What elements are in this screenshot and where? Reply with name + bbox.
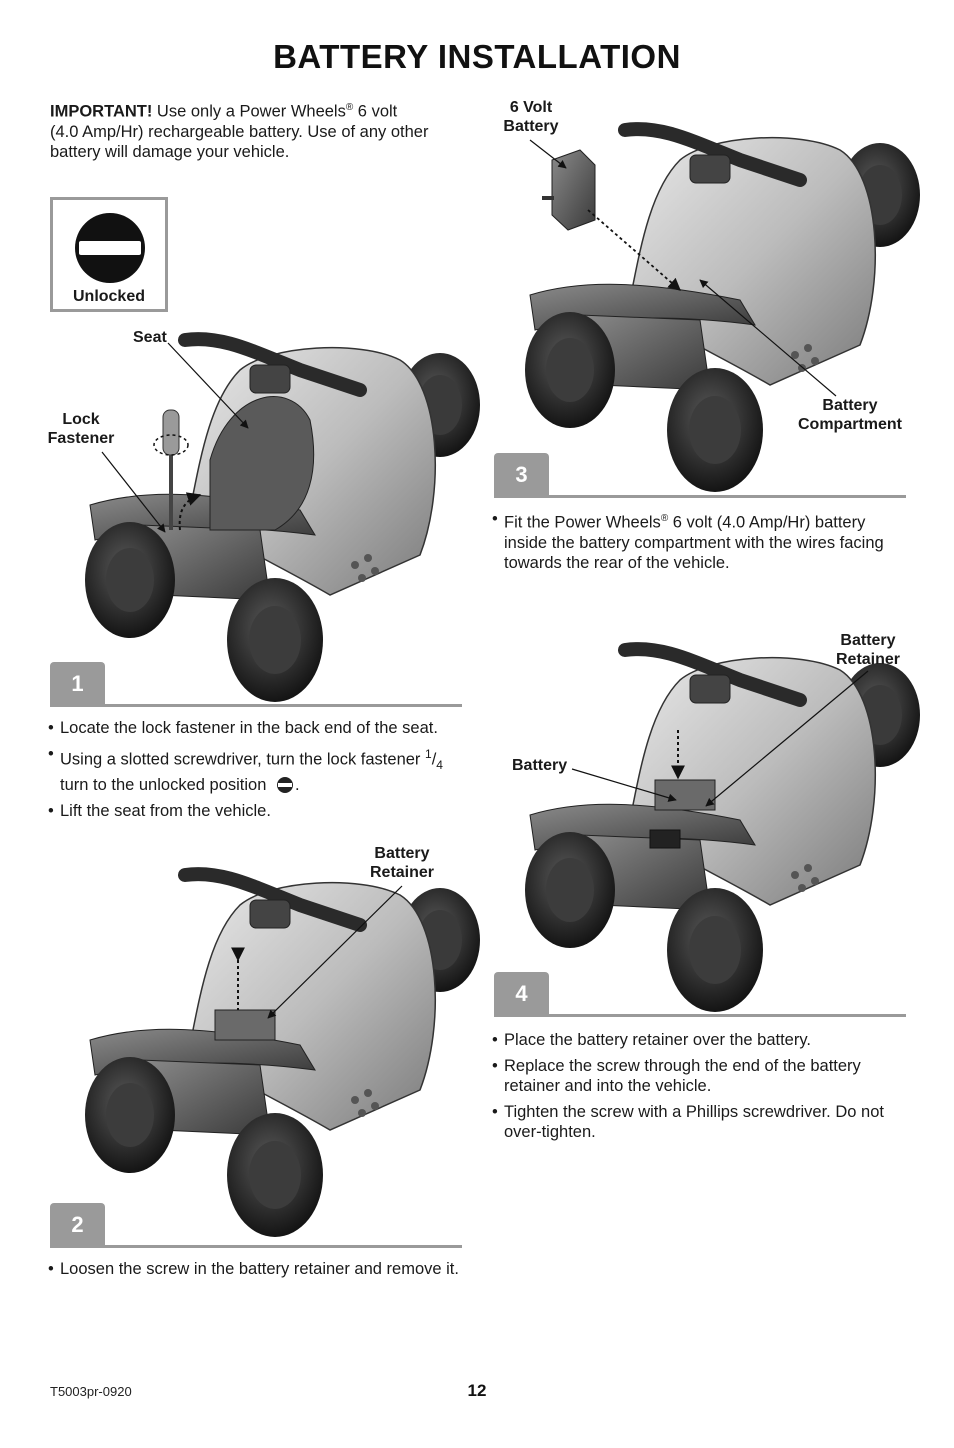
list-item: Loosen the screw in the battery retainer… <box>48 1259 468 1279</box>
step1-instructions: Locate the lock fastener in the back end… <box>48 718 463 827</box>
step4-number-badge: 4 <box>494 972 549 1015</box>
lock-fastener-label: Lock Fastener <box>47 411 115 447</box>
page-title: BATTERY INSTALLATION <box>273 38 681 75</box>
list-item: Locate the lock fastener in the back end… <box>48 718 463 738</box>
six-volt-battery-label: 6 Volt Battery <box>503 99 559 135</box>
unlocked-slot-icon <box>75 213 145 283</box>
step1-number-badge: 1 <box>50 662 105 705</box>
step3-instructions: Fit the Power Wheels® 6 volt (4.0 Amp/Hr… <box>492 509 912 579</box>
list-item: Replace the screw through the end of the… <box>492 1056 892 1096</box>
step1-header: 1 <box>50 662 462 707</box>
document-code: T5003pr-0920 <box>50 1384 132 1399</box>
step3-number-badge: 3 <box>494 453 549 496</box>
step4-header: 4 <box>494 972 906 1017</box>
battery-compartment-label: Battery Compartment <box>797 397 902 433</box>
step2-number-badge: 2 <box>50 1203 105 1246</box>
list-item: Place the battery retainer over the batt… <box>492 1030 892 1050</box>
step4-atv-illustration <box>500 630 900 1000</box>
step4-instructions: Place the battery retainer over the batt… <box>492 1030 892 1148</box>
intro-paragraph: IMPORTANT! Use only a Power Wheels® 6 vo… <box>50 102 429 161</box>
page-number: 12 <box>467 1381 487 1400</box>
step3-atv-illustration <box>500 110 900 480</box>
list-item: Using a slotted screwdriver, turn the lo… <box>48 744 463 795</box>
important-label: IMPORTANT! <box>50 102 153 121</box>
step4-battery-label: Battery <box>512 757 568 774</box>
unlocked-slot-icon <box>276 776 293 793</box>
list-item: Lift the seat from the vehicle. <box>48 801 463 821</box>
list-item: Tighten the screw with a Phillips screwd… <box>492 1102 892 1142</box>
step4-battery-retainer-label: Battery Retainer <box>835 632 901 668</box>
step3-header: 3 <box>494 453 906 498</box>
list-item: Fit the Power Wheels® 6 volt (4.0 Amp/Hr… <box>492 509 912 573</box>
step2-header: 2 <box>50 1203 462 1248</box>
step1-atv-illustration <box>60 330 460 690</box>
unlocked-label: Unlocked <box>72 288 145 305</box>
step2-battery-retainer-label: Battery Retainer <box>369 845 435 881</box>
step2-instructions: Loosen the screw in the battery retainer… <box>48 1259 468 1285</box>
step2-atv-illustration <box>60 860 460 1230</box>
seat-label: Seat <box>133 329 167 346</box>
unlocked-legend: Unlocked <box>50 197 168 312</box>
